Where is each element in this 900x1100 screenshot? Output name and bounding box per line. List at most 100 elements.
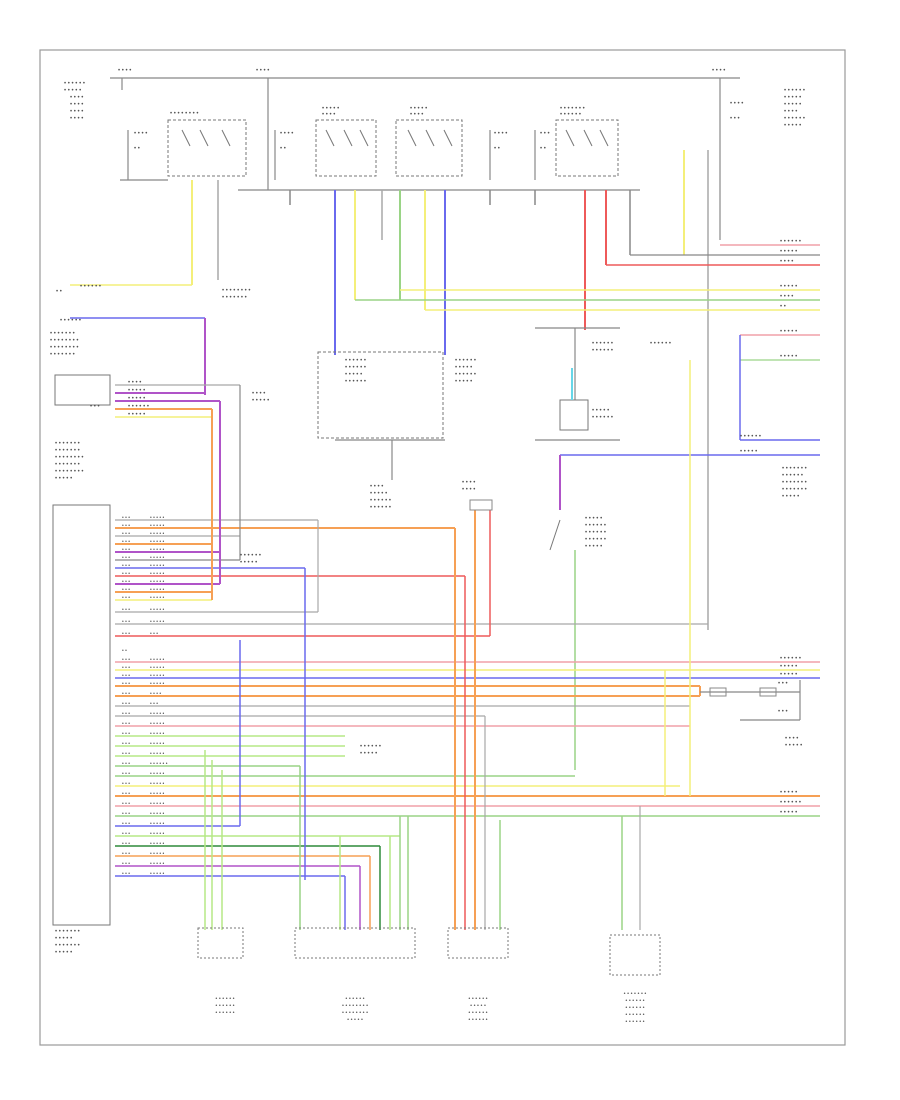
svg-text:• • • •: • • • • [70, 109, 83, 115]
svg-text:• • • • •: • • • • • [150, 791, 165, 797]
svg-text:• • • • • • • •: • • • • • • • • [342, 1003, 368, 1009]
svg-text:• • • • •: • • • • • [150, 751, 165, 757]
svg-text:• • • • •: • • • • • [150, 871, 165, 877]
left-top-caption: • • • • • • • • • • • • • • • • • • • • … [64, 81, 85, 122]
svg-text:• • • • •: • • • • • [252, 398, 269, 404]
svg-text:• • • • •: • • • • • [150, 523, 165, 529]
svg-text:• • • • • •: • • • • • • [780, 800, 801, 806]
svg-text:• • •: • • • [150, 701, 158, 707]
center-solenoid-block: • • • • • • • • • • • • • • • • • • • • … [317, 351, 476, 511]
svg-text:• • • • •: • • • • • [150, 595, 165, 601]
svg-text:• • • • •: • • • • • [150, 571, 165, 577]
svg-text:• • • • • • •: • • • • • • • [55, 929, 80, 935]
svg-text:• • •: • • • [122, 791, 130, 797]
fuse-mid: • • • •• • [274, 130, 293, 180]
svg-text:• • •: • • • [122, 731, 130, 737]
svg-text:• • •: • • • [122, 761, 130, 767]
relay-cluster: • • • • • • • • • • • • • • • • • • • • … [127, 101, 743, 180]
svg-text:• • • • •: • • • • • [55, 950, 72, 956]
svg-text:• • • • •: • • • • • [780, 664, 797, 670]
svg-text:• • • • • • • •: • • • • • • • • [55, 455, 83, 461]
svg-text:• • • • • • •: • • • • • • • [55, 441, 80, 447]
svg-text:• • •: • • • [540, 131, 550, 137]
svg-text:• • •: • • • [122, 607, 130, 613]
svg-text:• • • • •: • • • • • [150, 781, 165, 787]
svg-text:• • • • •: • • • • • [150, 531, 165, 537]
svg-text:• • • •: • • • • [462, 487, 475, 493]
svg-text:• • • •: • • • • [322, 112, 335, 118]
svg-text:• • • •: • • • • [256, 68, 269, 74]
svg-text:• • •: • • • [122, 871, 130, 877]
svg-text:• • • • •: • • • • • [150, 681, 165, 687]
svg-text:• • • • •: • • • • • [780, 249, 797, 255]
svg-text:• • • • •: • • • • • [150, 711, 165, 717]
top-power-rail: • • • • • • • • • • • • [110, 68, 740, 240]
svg-text:• • • •: • • • • [70, 102, 83, 108]
svg-text:• • •: • • • [122, 515, 130, 521]
svg-text:• • •: • • • [730, 116, 740, 122]
svg-text:• • • • •: • • • • • [322, 106, 339, 112]
svg-text:• • • • •: • • • • • [780, 354, 797, 360]
svg-text:• •: • • [134, 146, 140, 152]
right-top-caption: • • • • • • • • • • • • • • • • • • • • … [784, 88, 805, 129]
svg-text:• • • •: • • • • [128, 380, 141, 386]
left-mid-caption: • • • • • • • • • • • • • • • • • • • • … [55, 441, 83, 482]
svg-text:• • • • •: • • • • • [150, 811, 165, 817]
module-pin-labels: • • • • • • • • • • • • • • • • • • • • • •… [122, 515, 168, 877]
svg-text:• • • • •: • • • • • [150, 841, 165, 847]
svg-text:• • • • • • •: • • • • • • • [782, 466, 807, 472]
svg-text:• • • •: • • • • [280, 131, 293, 137]
svg-text:• • • • • •: • • • • • • [468, 996, 487, 1002]
svg-text:• •: • • [540, 146, 546, 152]
svg-text:• • • • • • •: • • • • • • • [50, 352, 75, 358]
svg-text:• •: • • [494, 146, 500, 152]
svg-text:• • •: • • • [122, 841, 130, 847]
svg-text:• • • • •: • • • • • [780, 672, 797, 678]
svg-text:• • • • •: • • • • • [470, 1003, 486, 1009]
svg-text:• • • • • •: • • • • • • [360, 744, 381, 750]
svg-text:• • • • •: • • • • • [360, 751, 377, 757]
svg-text:• • •: • • • [122, 701, 130, 707]
svg-text:• • • • •: • • • • • [150, 515, 165, 521]
fuse-right: • • • •• • [489, 130, 507, 180]
svg-text:• • • • •: • • • • • [150, 673, 165, 679]
svg-text:• • • • • •: • • • • • • [592, 348, 613, 354]
control-module: • • • • • • • • • • • • • • • • • • • • … [52, 504, 111, 956]
svg-text:• • •: • • • [122, 741, 130, 747]
harness-relay: • • • • • • • • • • • • • • • • • • • • … [240, 480, 493, 757]
svg-text:• • • • •: • • • • • [740, 449, 757, 455]
svg-text:• • • • • •: • • • • • • [60, 318, 81, 324]
svg-text:• • • • • •: • • • • • • [370, 498, 391, 504]
svg-text:• • • •: • • • • [730, 101, 743, 107]
svg-text:• • • • •: • • • • • [150, 587, 165, 593]
svg-text:• • • • •: • • • • • [780, 810, 797, 816]
relay-drop-wires [191, 150, 709, 630]
svg-text:• • •: • • • [122, 831, 130, 837]
svg-text:• • • • •: • • • • • [784, 95, 801, 101]
right-connector-wires: • • • • • • • • • • • • • • • • • • • • … [355, 239, 820, 456]
svg-text:• • •: • • • [122, 547, 130, 553]
svg-text:• • • • •: • • • • • [128, 412, 145, 418]
svg-text:• • • • •: • • • • • [150, 731, 165, 737]
svg-text:• • •: • • • [122, 539, 130, 545]
svg-text:• • • • • •: • • • • • • [215, 996, 234, 1002]
svg-text:• • • • •: • • • • • [785, 743, 802, 749]
svg-text:• • • • •: • • • • • [128, 388, 145, 394]
svg-text:• • • •: • • • • [780, 294, 793, 300]
svg-text:• • • • •: • • • • • [592, 408, 609, 414]
svg-text:• • • • • •: • • • • • • [585, 523, 606, 529]
svg-text:• • •: • • • [90, 404, 100, 410]
svg-text:• • • • •: • • • • • [55, 936, 72, 942]
svg-text:• • • • •: • • • • • [150, 821, 165, 827]
svg-text:• • • • • •: • • • • • • [128, 404, 149, 410]
svg-text:• • •: • • • [122, 631, 130, 637]
svg-text:• • •: • • • [122, 531, 130, 537]
svg-text:• • • • •: • • • • • [782, 494, 799, 500]
svg-text:• • • • • •: • • • • • • [150, 761, 168, 767]
svg-text:• • • • • •: • • • • • • [215, 1010, 234, 1016]
svg-text:• • • • • •: • • • • • • [740, 434, 761, 440]
svg-text:• • • • •: • • • • • [150, 547, 165, 553]
svg-text:• • • •: • • • • [462, 480, 475, 486]
svg-text:• • • • • • •: • • • • • • • [50, 331, 75, 337]
svg-text:• • •: • • • [122, 811, 130, 817]
